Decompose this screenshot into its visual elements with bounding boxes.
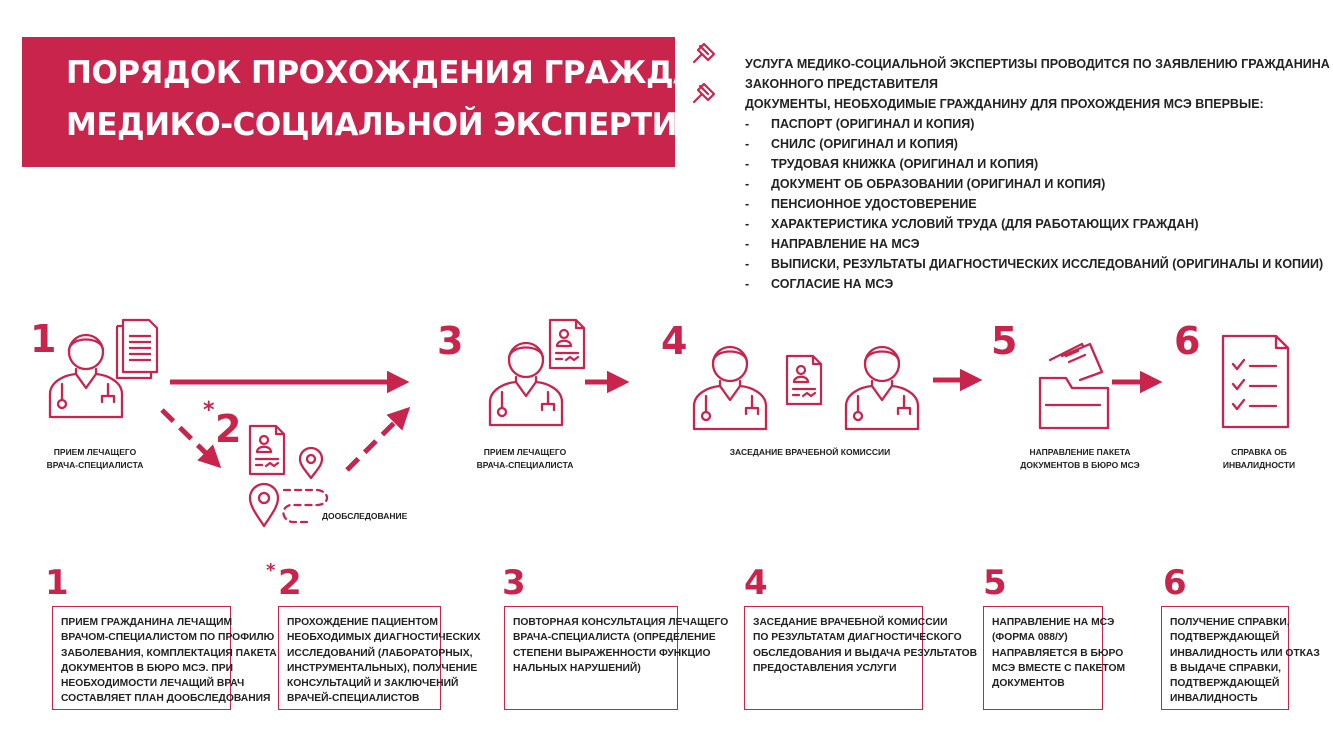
referral-document-icon (548, 318, 586, 370)
doctor-icon (692, 345, 768, 431)
step-number-4: 4 (661, 319, 688, 363)
referral-document-icon (785, 354, 823, 406)
list-item: -ПАСПОРТ (ОРИГИНАЛ И КОПИЯ) (745, 117, 975, 131)
step-number-2: 2 (215, 407, 242, 451)
list-item: -СНИЛС (ОРИГИНАЛ И КОПИЯ) (745, 137, 958, 151)
list-item: -ХАРАКТЕРИСТИКА УСЛОВИЙ ТРУДА (ДЛЯ РАБОТ… (745, 217, 1199, 231)
info-line-3: ДОКУМЕНТЫ, НЕОБХОДИМЫЕ ГРАЖДАНИНУ ДЛЯ ПР… (745, 97, 1264, 111)
list-item: -СОГЛАСИЕ НА МСЭ (745, 277, 894, 291)
list-item: -НАПРАВЛЕНИЕ НА МСЭ (745, 237, 920, 251)
step-number-6: 6 (1174, 319, 1201, 363)
step-caption-4: ЗАСЕДАНИЕ ВРАЧЕБНОЙ КОМИССИИ (729, 447, 891, 457)
card-number-1: 1 (45, 563, 69, 603)
card-step-5: НАПРАВЛЕНИЕ НА МСЭ(ФОРМА 088/У)НАПРАВЛЯЕ… (983, 606, 1125, 710)
list-item: -ДОКУМЕНТ ОБ ОБРАЗОВАНИИ (ОРИГИНАЛ И КОП… (745, 177, 1106, 191)
documents-list: -ПАСПОРТ (ОРИГИНАЛ И КОПИЯ) -СНИЛС (ОРИГ… (745, 114, 1333, 294)
card-asterisk-2: * (266, 560, 276, 581)
step-caption-2: ДООБСЛЕДОВАНИЕ (322, 511, 408, 521)
card-number-2: 2 (278, 563, 302, 603)
info-line-2: ЗАКОННОГО ПРЕДСТАВИТЕЛЯ (745, 77, 938, 91)
referral-document-icon (248, 424, 286, 476)
step-asterisk-2: * (203, 398, 215, 423)
arrow-step2-to-step3 (345, 406, 411, 472)
info-line-1: УСЛУГА МЕДИКО-СОЦИАЛЬНОЙ ЭКСПЕРТИЗЫ ПРОВ… (745, 57, 1333, 71)
step-number-3: 3 (437, 319, 464, 363)
document-stack-icon (115, 318, 159, 380)
card-number-5: 5 (983, 563, 1007, 603)
folder-with-documents-icon (1038, 342, 1110, 430)
card-number-6: 6 (1163, 563, 1187, 603)
list-item: -ВЫПИСКИ, РЕЗУЛЬТАТЫ ДИАГНОСТИЧЕСКИХ ИСС… (745, 257, 1324, 271)
doctor-icon (488, 341, 564, 427)
step-caption-6: СПРАВКА ОБ ИНВАЛИДНОСТИ (1222, 447, 1296, 470)
doctor-icon (844, 345, 920, 431)
title-banner: ПОРЯДОК ПРОХОЖДЕНИЯ ГРАЖДАНИНОМ МЕДИКО-С… (22, 37, 830, 167)
list-item: -ТРУДОВАЯ КНИЖКА (ОРИГИНАЛ И КОПИЯ) (745, 157, 1039, 171)
card-number-3: 3 (502, 563, 526, 603)
checklist-document-icon (1221, 334, 1290, 429)
page-title-line-1: ПОРЯДОК ПРОХОЖДЕНИЯ ГРАЖДАНИНОМ (66, 55, 830, 91)
info-block: УСЛУГА МЕДИКО-СОЦИАЛЬНОЙ ЭКСПЕРТИЗЫ ПРОВ… (745, 54, 1333, 294)
step-number-1: 1 (30, 317, 57, 361)
card-number-4: 4 (744, 563, 768, 603)
doctor-icon (48, 333, 124, 419)
page-title-line-2: МЕДИКО-СОЦИАЛЬНОЙ ЭКСПЕРТИЗЫ (66, 107, 731, 143)
step-number-5: 5 (991, 319, 1018, 363)
list-item: -ПЕНСИОННОЕ УДОСТОВЕРЕНИЕ (745, 197, 977, 211)
route-map-icon (248, 446, 329, 528)
